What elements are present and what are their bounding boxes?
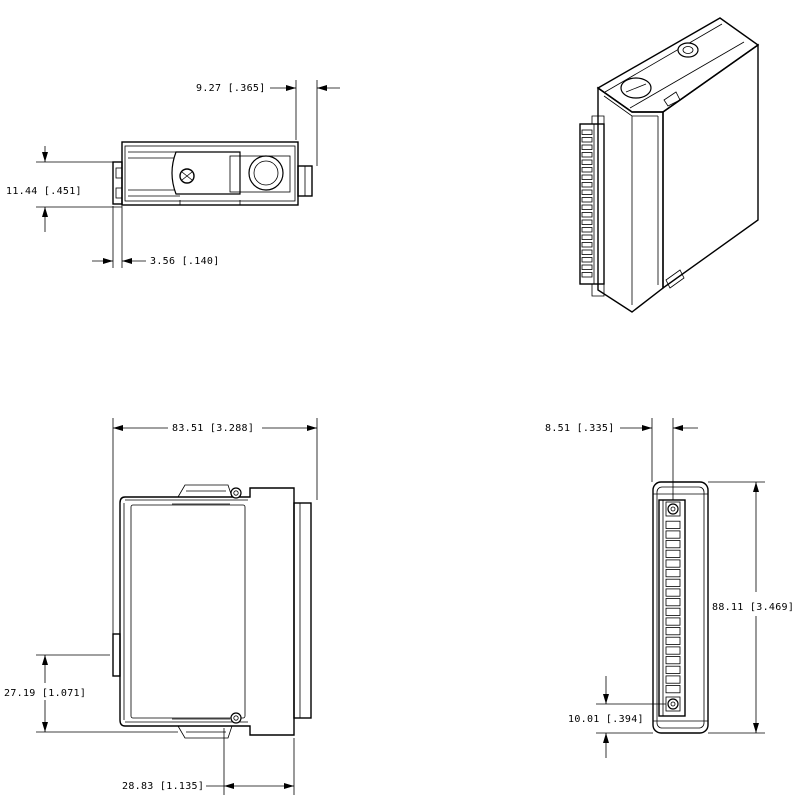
terminal-pin (581, 167, 593, 173)
dim-side-bottom-offset: 10.01 [.394] (568, 676, 666, 758)
dim-label: 83.51 [3.288] (172, 423, 254, 434)
front-screw-icon (230, 487, 242, 499)
terminal-pin (581, 249, 593, 255)
terminal-slot (665, 636, 681, 645)
terminal-slot (665, 530, 681, 539)
side-screw-icon (667, 503, 679, 515)
terminal-slot (665, 656, 681, 665)
iso-front-face (597, 86, 664, 313)
terminal-pin (581, 137, 593, 143)
dim-label: 9.27 [.365] (196, 83, 266, 94)
terminal-pin (581, 212, 593, 218)
side-terminal-strip (658, 499, 686, 717)
terminal-slot (665, 588, 681, 597)
terminal-pin (581, 257, 593, 263)
dim-front-width: 83.51 [3.288] (112, 418, 318, 634)
front-view-body (119, 487, 295, 736)
terminal-pin (581, 174, 593, 180)
terminal-pin (581, 189, 593, 195)
dim-side-top-offset: 8.51 [.335] (545, 418, 698, 500)
dim-top-depth: 9.27 [.365] (196, 80, 340, 166)
terminal-slot (665, 665, 681, 674)
dim-label: 88.11 [3.469] (712, 602, 794, 613)
terminal-slot (665, 520, 681, 529)
terminal-pin (581, 242, 593, 248)
top-view (112, 141, 313, 206)
terminal-pin (581, 144, 593, 150)
terminal-slot (665, 578, 681, 587)
dim-top-offset: 3.56 [.140] (92, 206, 220, 268)
terminal-pin (581, 197, 593, 203)
screw-small-icon (179, 168, 195, 184)
terminal-slot (665, 569, 681, 578)
terminal-slot (665, 607, 681, 616)
side-view-body (652, 481, 709, 734)
iso-top-face (596, 17, 760, 113)
side-screw-icon (667, 698, 679, 710)
terminal-slot (665, 646, 681, 655)
dim-top-height: 11.44 [.451] (6, 146, 122, 232)
terminal-slot (665, 617, 681, 626)
terminal-slot (665, 675, 681, 684)
terminal-pin (581, 234, 593, 240)
dim-label: 27.19 [1.071] (4, 688, 86, 699)
side-terminals (665, 520, 681, 694)
front-view-connector (112, 633, 121, 677)
terminal-pin (581, 227, 593, 233)
terminal-slot (665, 627, 681, 636)
terminal-pin (581, 264, 593, 270)
front-view-terminal-block (293, 502, 312, 719)
dim-label: 10.01 [.394] (568, 714, 644, 725)
dim-label: 8.51 [.335] (545, 423, 615, 434)
dim-front-bottom-width: 28.83 [1.135] (122, 728, 295, 795)
terminal-slot (665, 598, 681, 607)
iso-screw-icon (677, 42, 699, 58)
terminal-pin (581, 182, 593, 188)
dim-label: 11.44 [.451] (6, 186, 82, 197)
terminal-pin (581, 219, 593, 225)
terminal-slot (665, 685, 681, 694)
dim-label: 28.83 [1.135] (122, 781, 204, 792)
dim-label: 3.56 [.140] (150, 256, 220, 267)
latch-plate (171, 151, 241, 195)
terminal-slot (665, 549, 681, 558)
terminal-slot (665, 559, 681, 568)
front-screw-icon (230, 712, 242, 724)
terminal-pin (581, 129, 593, 135)
terminal-pin (581, 272, 593, 278)
iso-pins (581, 129, 593, 278)
dim-side-height: 88.11 [3.469] (708, 481, 794, 734)
terminal-pin (581, 159, 593, 165)
dim-front-lower-height: 27.19 [1.071] (4, 654, 178, 733)
front-view (112, 484, 312, 739)
terminal-pin (581, 152, 593, 158)
terminal-slot (665, 540, 681, 549)
iso-side-face (662, 43, 759, 290)
terminal-pin (581, 204, 593, 210)
side-view (652, 481, 709, 734)
isometric-view (579, 17, 760, 313)
